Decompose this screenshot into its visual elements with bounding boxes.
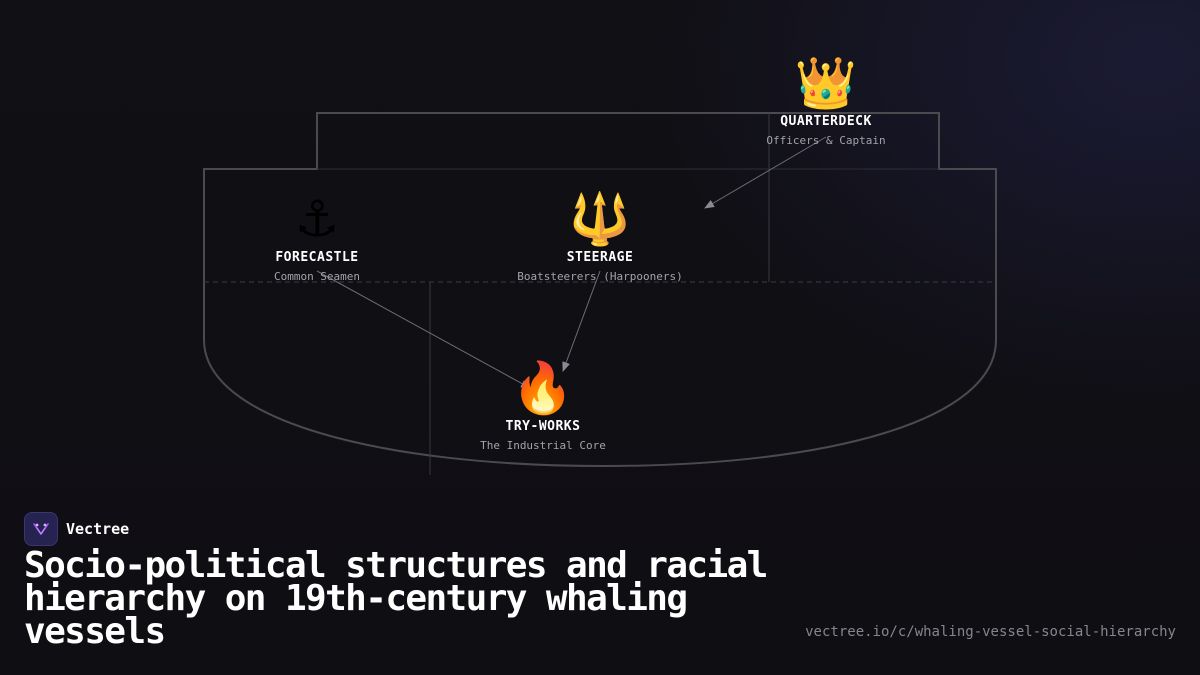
anchor-icon: ⚓ bbox=[294, 190, 340, 248]
node-subtitle: Common Seamen bbox=[273, 270, 361, 283]
node-subtitle: Officers & Captain bbox=[766, 134, 886, 147]
node-subtitle: Boatsteerers (Harpooners) bbox=[517, 270, 683, 283]
vectree-logo-icon bbox=[24, 512, 58, 546]
node-title: FORECASTLE bbox=[275, 250, 359, 265]
brand-name: Vectree bbox=[66, 520, 130, 538]
node-forecastle: ⚓ FORECASTLE Common Seamen bbox=[187, 190, 447, 283]
fire-icon: 🔥 bbox=[511, 359, 575, 417]
edge-steerage-tryworks bbox=[562, 270, 601, 372]
node-title: TRY-WORKS bbox=[505, 419, 581, 434]
source-url[interactable]: vectree.io/c/whaling-vessel-social-hiera… bbox=[805, 624, 1176, 640]
brand[interactable]: Vectree bbox=[24, 512, 129, 546]
hull-outline bbox=[203, 112, 997, 468]
node-steerage: 🔱 STEERAGE Boatsteerers (Harpooners) bbox=[470, 190, 730, 283]
node-title: STEERAGE bbox=[566, 250, 634, 265]
trident-icon: 🔱 bbox=[568, 190, 632, 248]
page-title: Socio-political structures and racial hi… bbox=[24, 545, 768, 652]
edge-quarterdeck-steerage bbox=[704, 136, 827, 209]
node-title: QUARTERDECK bbox=[780, 114, 872, 129]
node-tryworks: 🔥 TRY-WORKS The Industrial Core bbox=[413, 359, 673, 452]
node-quarterdeck: 👑 QUARTERDECK Officers & Captain bbox=[696, 54, 956, 147]
crown-icon: 👑 bbox=[794, 54, 858, 112]
edge-forecastle-tryworks bbox=[316, 270, 531, 389]
node-subtitle: The Industrial Core bbox=[480, 439, 606, 452]
